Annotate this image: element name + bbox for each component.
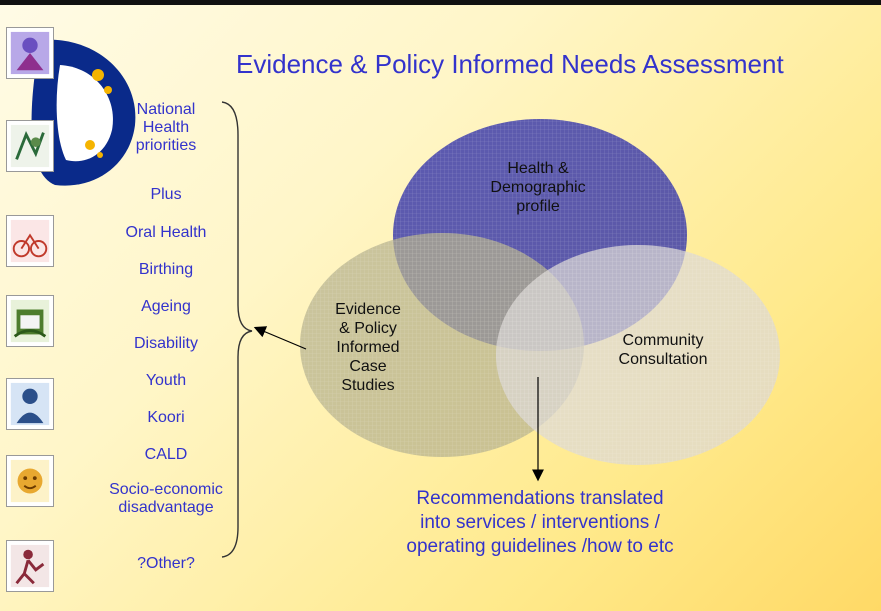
figure-thumbnail-icon: [6, 27, 54, 79]
dancer-thumbnail-icon: [6, 540, 54, 592]
person-thumbnail-icon: [6, 378, 54, 430]
topic-cald: CALD: [144, 446, 188, 463]
topic-youth: Youth: [145, 372, 187, 389]
topic-birthing: Birthing: [138, 261, 194, 278]
slide-title: Evidence & Policy Informed Needs Assessm…: [236, 49, 784, 79]
top-circle-label: Health & Demographic profile: [490, 160, 586, 215]
topic-national-health-priorities: National Health priorities: [135, 101, 197, 154]
recommendation-text: Recommendations translated into services…: [406, 488, 674, 557]
face-thumbnail-icon: [6, 455, 54, 507]
topics-brace: [221, 101, 253, 558]
topic-plus: Plus: [150, 186, 182, 203]
sketch-thumbnail-icon: [6, 120, 54, 172]
left-circle-label: Evidence & Policy Informed Case Studies: [335, 301, 401, 394]
logo-graphic: [31, 39, 136, 186]
topic-disability: Disability: [133, 335, 198, 352]
arrow-to-topics: [253, 326, 307, 350]
bicycle-thumbnail-icon: [6, 215, 54, 267]
topic-other: ?Other?: [137, 555, 195, 572]
topic-ageing: Ageing: [141, 298, 191, 315]
venn-diagram: [221, 101, 780, 558]
calendar-thumbnail-icon: [6, 295, 54, 347]
topic-koori: Koori: [147, 409, 185, 426]
right-circle-label: Community Consultation: [618, 332, 708, 368]
topic-oral-health: Oral Health: [125, 224, 207, 241]
topic-socio-economic-disadvantage: Socio-economic disadvantage: [109, 481, 223, 516]
